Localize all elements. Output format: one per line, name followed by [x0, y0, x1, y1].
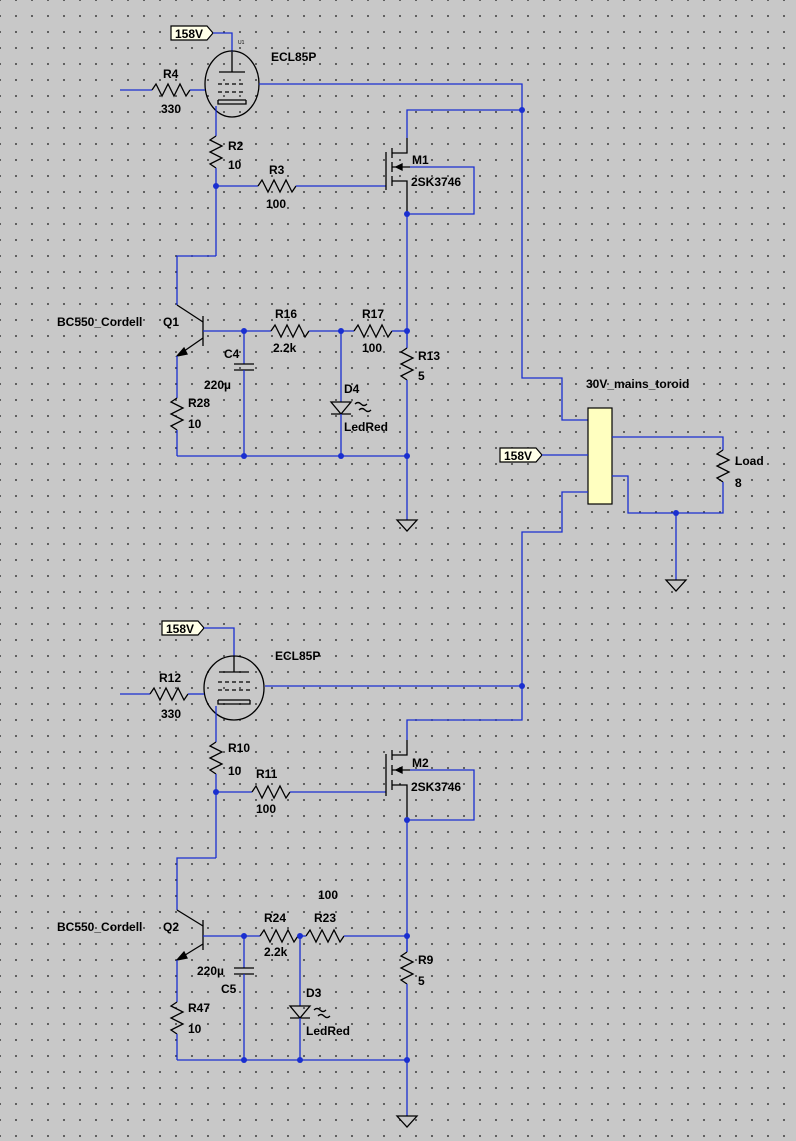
r10-value: 10	[228, 764, 242, 778]
r47-label: R47	[188, 1001, 210, 1015]
r16-value: 2.2k	[273, 341, 297, 355]
tube-b[interactable]	[203, 655, 265, 721]
wire-drain-m1	[406, 109, 522, 138]
wire-tube-a-to-transformer	[259, 83, 588, 421]
resistor-r4[interactable]	[151, 82, 191, 98]
r4-label: R4	[163, 67, 179, 81]
c5-label: C5	[221, 982, 237, 996]
load-value: 8	[735, 476, 742, 490]
c4-label: C4	[224, 347, 240, 361]
tube-b-model: ECL85P	[275, 649, 320, 663]
supply-flag-mid[interactable]: 158V	[499, 447, 543, 463]
d4-model: LedRed	[344, 420, 388, 434]
resistor-r17[interactable]	[353, 323, 393, 339]
resistor-r28[interactable]	[169, 397, 185, 431]
r24-value: 2.2k	[264, 945, 288, 959]
resistor-r13[interactable]	[399, 347, 415, 381]
r2-label: R2	[228, 139, 244, 153]
q2-label: Q2	[163, 920, 179, 934]
m2-model: 2SK3746	[411, 780, 461, 794]
supply-flag-bottom[interactable]: 158V	[161, 620, 205, 636]
resistor-r24[interactable]	[259, 928, 299, 944]
r17-value: 100	[362, 341, 382, 355]
resistor-r23[interactable]	[305, 928, 345, 944]
ground-a-icon	[395, 519, 419, 532]
r4-value: 330	[161, 102, 181, 116]
tube-a-tag: U1	[238, 40, 245, 46]
r11-value: 100	[256, 802, 276, 816]
m1-label: M1	[412, 153, 429, 167]
supply-flag-top-label: 158V	[175, 27, 203, 41]
d3-label: D3	[306, 986, 322, 1000]
resistor-load[interactable]	[715, 449, 731, 483]
c5-value: 220µ	[197, 964, 224, 978]
r2-value: 10	[228, 158, 242, 172]
m2-label: M2	[412, 756, 429, 770]
capacitor-c4[interactable]	[234, 363, 254, 371]
resistor-r3[interactable]	[257, 178, 297, 194]
r28-value: 10	[188, 417, 202, 431]
r23-label: R23	[314, 911, 336, 925]
transformer-label: 30V_mains_toroid	[586, 377, 689, 391]
resistor-r47[interactable]	[169, 1001, 185, 1035]
resistor-r11[interactable]	[251, 784, 291, 800]
r28-label: R28	[188, 396, 210, 410]
mosfet-m2[interactable]	[385, 740, 410, 820]
tube-a[interactable]: U1	[204, 40, 260, 118]
r9-value: 5	[418, 974, 425, 988]
resistor-r9[interactable]	[399, 951, 415, 985]
r23-value: 100	[318, 888, 338, 902]
wire-plate-a	[213, 32, 233, 52]
m1-model: 2SK3746	[411, 175, 461, 189]
q1-model: BC550_Cordell	[57, 315, 142, 329]
bjt-q2[interactable]	[175, 909, 204, 962]
transformer[interactable]	[587, 407, 613, 505]
r10-label: R10	[228, 741, 250, 755]
q1-label: Q1	[163, 315, 179, 329]
ground-load-icon	[664, 579, 688, 592]
r3-label: R3	[269, 163, 285, 177]
r9-label: R9	[418, 953, 434, 967]
resistor-r12[interactable]	[149, 686, 189, 702]
r11-label: R11	[256, 767, 278, 781]
r16-label: R16	[275, 307, 297, 321]
mosfet-m1[interactable]	[385, 138, 410, 214]
q2-model: BC550_Cordell	[57, 920, 142, 934]
supply-flag-top[interactable]: 158V	[170, 25, 214, 41]
r24-label: R24	[264, 911, 286, 925]
led-d4[interactable]	[329, 401, 372, 416]
tube-a-model: ECL85P	[271, 50, 316, 64]
c4-value: 220µ	[204, 378, 231, 392]
supply-flag-bottom-label: 158V	[166, 622, 194, 636]
d3-model: LedRed	[306, 1024, 350, 1038]
wire-transformer-to-tube-b	[265, 491, 588, 687]
resistor-r10[interactable]	[208, 741, 224, 775]
r12-label: R12	[159, 671, 181, 685]
ground-b-icon	[395, 1115, 419, 1128]
bjt-q1[interactable]	[175, 304, 204, 358]
d4-label: D4	[344, 382, 360, 396]
r13-label: R13	[418, 349, 440, 363]
resistor-r2[interactable]	[208, 135, 224, 169]
supply-flag-mid-label: 158V	[504, 449, 532, 463]
r17-label: R17	[362, 307, 384, 321]
resistor-r16[interactable]	[270, 323, 310, 339]
r13-value: 5	[418, 369, 425, 383]
load-label: Load	[735, 454, 764, 468]
r3-value: 100	[266, 197, 286, 211]
r12-value: 330	[161, 707, 181, 721]
capacitor-c5[interactable]	[234, 967, 254, 975]
led-d3[interactable]	[288, 1005, 331, 1020]
r47-value: 10	[188, 1022, 202, 1036]
